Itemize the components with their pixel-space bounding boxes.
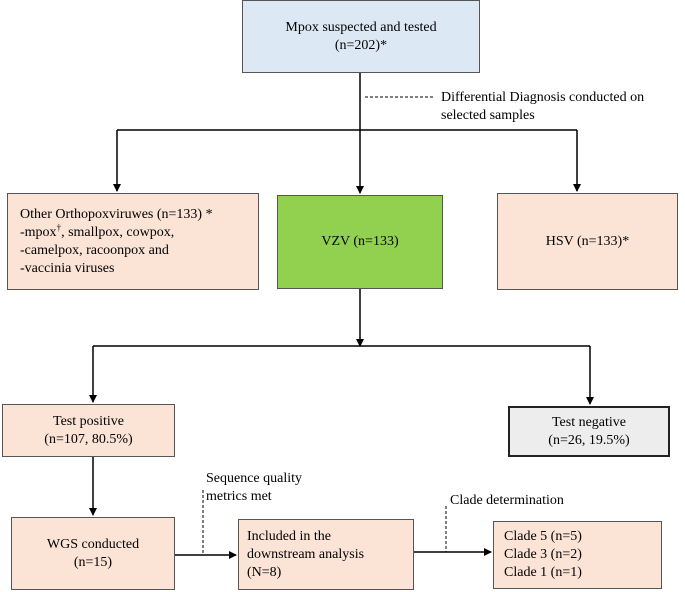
clade-note-label: Clade determination	[450, 493, 564, 508]
differential-note: Differential Diagnosis conducted on sele…	[441, 89, 644, 125]
wgs-line2: (n=15)	[73, 554, 113, 570]
differential-note-line2: selected samples	[441, 108, 535, 123]
hsv-label: HSV (n=133)*	[545, 233, 630, 249]
test-negative-box: Test negative (n=26, 19.5%)	[508, 406, 670, 457]
downstream-line1: Included in the	[247, 528, 331, 544]
test-negative-line2: (n=26, 19.5%)	[548, 432, 630, 448]
hsv-box: HSV (n=133)*	[497, 193, 678, 290]
orthopox-line4: -vaccinia viruses	[20, 260, 115, 276]
vzv-label: VZV (n=133)	[321, 234, 399, 249]
downstream-box: Included in the downstream analysis (N=8…	[238, 519, 414, 590]
test-positive-line1: Test positive	[53, 413, 124, 429]
clade-note: Clade determination	[450, 492, 564, 510]
wgs-line1: WGS conducted	[46, 536, 140, 552]
orthopox-box: Other Orthopoxviruwes (n=133) * -mpox†, …	[7, 193, 259, 290]
orthopox-line3: -camelpox, racoonpox and	[20, 242, 169, 258]
wgs-box: WGS conducted (n=15)	[11, 517, 175, 590]
sequence-note-line1: Sequence quality	[206, 471, 303, 486]
dagger-mark: †	[56, 221, 62, 232]
downstream-line3: (N=8)	[247, 564, 282, 580]
clade-line3: Clade 1 (n=1)	[504, 565, 582, 580]
vzv-box: VZV (n=133)	[277, 195, 443, 289]
clade-line2: Clade 3 (n=2)	[504, 547, 582, 562]
sequence-note-line2: metrics met	[206, 489, 272, 504]
downstream-line2: downstream analysis	[247, 546, 365, 562]
mpox-tested-line2: (n=202)*	[334, 37, 388, 53]
sequence-note: Sequence quality metrics met	[206, 470, 302, 506]
mpox-tested-line1: Mpox suspected and tested	[285, 19, 437, 35]
orthopox-line2: -mpox†, smallpox, cowpox,	[20, 221, 175, 240]
clade-box: Clade 5 (n=5) Clade 3 (n=2) Clade 1 (n=1…	[493, 521, 662, 589]
clade-line1: Clade 5 (n=5)	[504, 529, 582, 544]
test-positive-line2: (n=107, 80.5%)	[44, 431, 133, 447]
test-positive-box: Test positive (n=107, 80.5%)	[2, 404, 175, 457]
differential-note-line1: Differential Diagnosis conducted on	[441, 90, 645, 105]
mpox-tested-box: Mpox suspected and tested (n=202)*	[242, 0, 480, 73]
test-negative-line1: Test negative	[551, 414, 627, 430]
orthopox-line1: Other Orthopoxviruwes (n=133) *	[20, 206, 213, 222]
